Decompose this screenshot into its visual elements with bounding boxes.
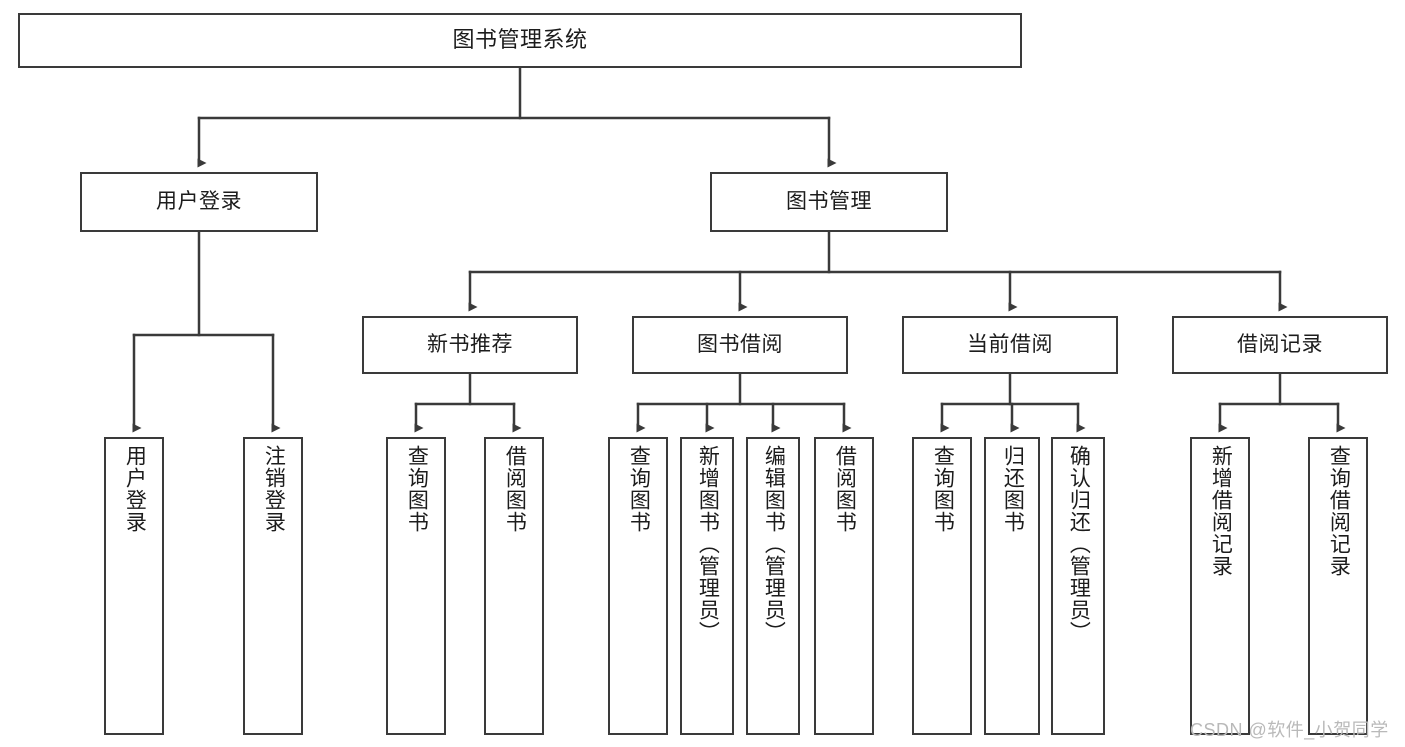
node-book-borrow[interactable]: 图书借阅 — [632, 316, 848, 374]
node-leaf-user-login-label: 用户登录 — [123, 445, 147, 533]
node-leaf-confirm-return-label: 确认归还（管理员） — [1067, 445, 1091, 643]
node-leaf-return-book-label: 归还图书 — [1001, 445, 1025, 533]
node-current-borrow-label: 当前借阅 — [967, 333, 1053, 357]
node-book-borrow-label: 图书借阅 — [697, 333, 783, 357]
node-user-login-label: 用户登录 — [156, 190, 242, 214]
node-leaf-query-book-3-label: 查询图书 — [931, 445, 955, 533]
node-leaf-add-record-label: 新增借阅记录 — [1209, 445, 1233, 577]
node-root-label: 图书管理系统 — [452, 27, 588, 53]
csdn-watermark: CSDN @软件_小贺同学 — [1190, 720, 1389, 740]
node-leaf-confirm-return[interactable]: 确认归还（管理员） — [1051, 437, 1105, 735]
node-book-manage[interactable]: 图书管理 — [710, 172, 948, 232]
node-new-book-recommend[interactable]: 新书推荐 — [362, 316, 578, 374]
node-leaf-query-record-label: 查询借阅记录 — [1327, 445, 1351, 577]
node-new-book-recommend-label: 新书推荐 — [427, 333, 513, 357]
node-leaf-query-record[interactable]: 查询借阅记录 — [1308, 437, 1368, 735]
node-leaf-query-book-3[interactable]: 查询图书 — [912, 437, 972, 735]
node-leaf-logout-login-label: 注销登录 — [262, 445, 286, 533]
node-leaf-edit-book[interactable]: 编辑图书（管理员） — [746, 437, 800, 735]
node-leaf-query-book-2[interactable]: 查询图书 — [608, 437, 668, 735]
node-leaf-add-record[interactable]: 新增借阅记录 — [1190, 437, 1250, 735]
node-leaf-edit-book-label: 编辑图书（管理员） — [762, 445, 786, 643]
node-leaf-query-book-1[interactable]: 查询图书 — [386, 437, 446, 735]
node-leaf-add-book-label: 新增图书（管理员） — [696, 445, 720, 643]
node-leaf-add-book[interactable]: 新增图书（管理员） — [680, 437, 734, 735]
node-user-login[interactable]: 用户登录 — [80, 172, 318, 232]
node-borrow-record[interactable]: 借阅记录 — [1172, 316, 1388, 374]
node-leaf-return-book[interactable]: 归还图书 — [984, 437, 1040, 735]
node-leaf-borrow-book-2[interactable]: 借阅图书 — [814, 437, 874, 735]
node-borrow-record-label: 借阅记录 — [1237, 333, 1323, 357]
node-leaf-logout-login[interactable]: 注销登录 — [243, 437, 303, 735]
node-leaf-borrow-book-1-label: 借阅图书 — [503, 445, 527, 533]
node-current-borrow[interactable]: 当前借阅 — [902, 316, 1118, 374]
node-leaf-query-book-2-label: 查询图书 — [627, 445, 651, 533]
node-leaf-borrow-book-2-label: 借阅图书 — [833, 445, 857, 533]
node-leaf-user-login[interactable]: 用户登录 — [104, 437, 164, 735]
node-leaf-query-book-1-label: 查询图书 — [405, 445, 429, 533]
node-root[interactable]: 图书管理系统 — [18, 13, 1022, 68]
node-book-manage-label: 图书管理 — [786, 190, 872, 214]
node-leaf-borrow-book-1[interactable]: 借阅图书 — [484, 437, 544, 735]
